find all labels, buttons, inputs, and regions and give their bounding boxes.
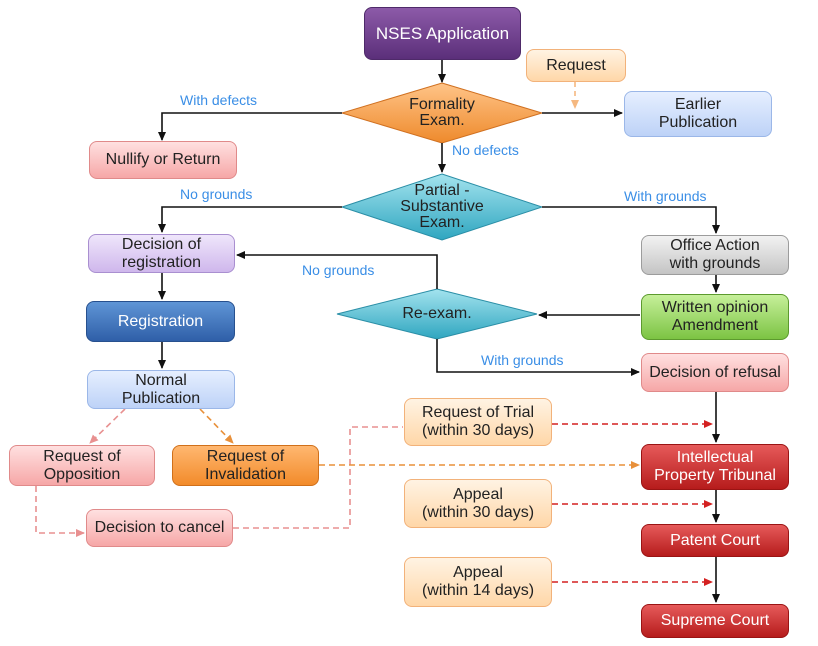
- request-of-trial-node: Request of Trial (within 30 days): [404, 398, 552, 446]
- request-of-invalidation-node: Request of Invalidation: [172, 445, 319, 486]
- request-of-opposition-node: Request of Opposition: [9, 445, 155, 486]
- patent-court-node: Patent Court: [641, 524, 789, 557]
- edge-label-no-grounds-2: No grounds: [302, 262, 375, 278]
- decision-of-refusal-node: Decision of refusal: [641, 353, 789, 392]
- re-exam-label: Re-exam.: [402, 305, 472, 322]
- office-action-node: Office Action with grounds: [641, 235, 789, 275]
- appeal-14-days-node: Appeal (within 14 days): [404, 557, 552, 607]
- request-node: Request: [526, 49, 626, 82]
- edge-label-no-defects: No defects: [452, 142, 519, 158]
- edge-label-with-grounds-2: With grounds: [481, 352, 564, 368]
- decision-of-registration-node: Decision of registration: [88, 234, 235, 273]
- nses-application-node: NSES Application: [364, 7, 521, 60]
- ip-tribunal-node: Intellectual Property Tribunal: [641, 444, 789, 490]
- partial-substantive-exam-diamond: [340, 173, 544, 241]
- edge-label-with-grounds-1: With grounds: [624, 188, 707, 204]
- partial-substantive-exam-label: Partial - Substantive Exam.: [400, 182, 484, 231]
- earlier-publication-node: Earlier Publication: [624, 91, 772, 137]
- written-opinion-node: Written opinion Amendment: [641, 294, 789, 340]
- registration-node: Registration: [86, 301, 235, 342]
- normal-publication-node: Normal Publication: [87, 370, 235, 409]
- edge-label-no-grounds-1: No grounds: [180, 186, 253, 202]
- nullify-or-return-node: Nullify or Return: [89, 141, 237, 179]
- decision-to-cancel-node: Decision to cancel: [86, 509, 233, 547]
- edge-label-with-defects: With defects: [180, 92, 258, 108]
- appeal-30-days-node: Appeal (within 30 days): [404, 479, 552, 528]
- supreme-court-node: Supreme Court: [641, 604, 789, 638]
- formality-exam-label: Formality Exam.: [409, 96, 475, 129]
